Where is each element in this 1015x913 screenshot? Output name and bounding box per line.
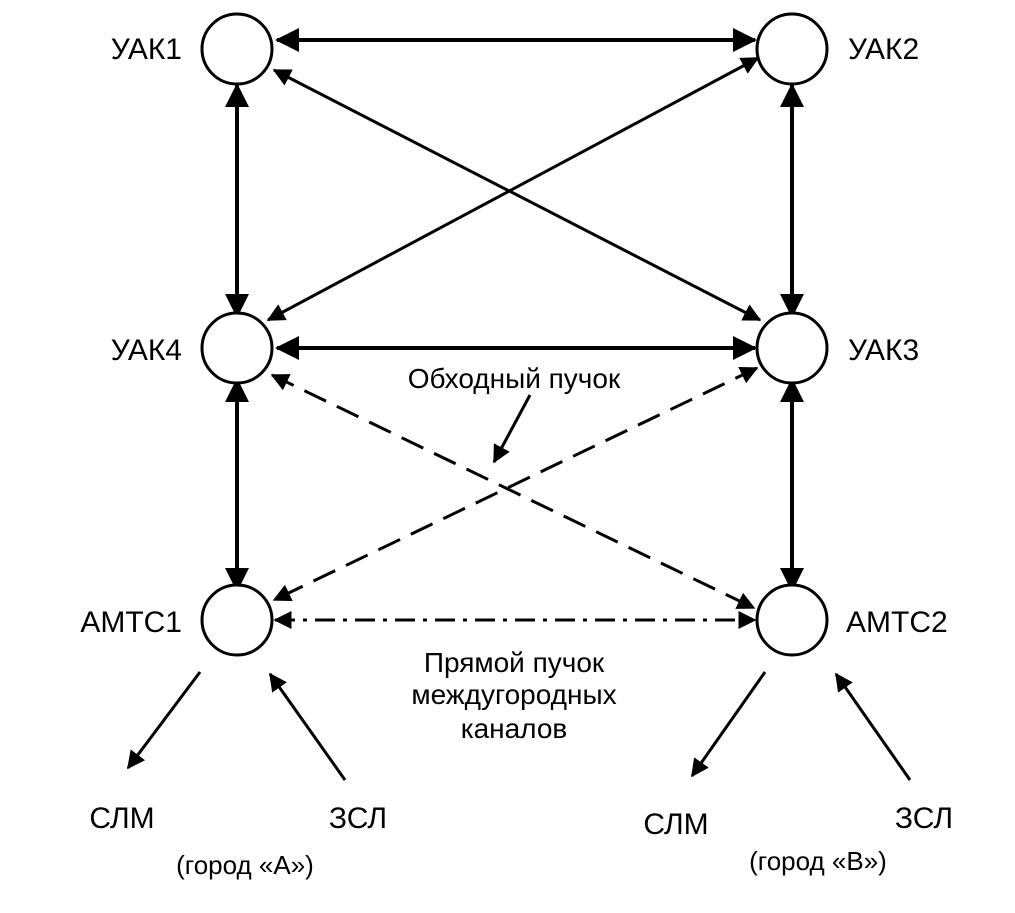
node-uak1 <box>200 12 274 86</box>
city-b-zsl-arrow <box>834 672 912 781</box>
label-uak2: УАК2 <box>848 33 919 66</box>
city-a-slm: СЛМ <box>89 802 154 835</box>
edge-uak2-uak4 <box>266 56 760 322</box>
city-a-name: (город «А») <box>176 850 314 880</box>
edge-uak1-uak3 <box>272 68 762 322</box>
node-amts2 <box>755 583 829 657</box>
annotations: Обходный пучок Прямой пучок междугородны… <box>408 363 621 744</box>
edge-uak4-amts2 <box>270 373 756 610</box>
city-a: СЛМ ЗСЛ (город «А») <box>89 802 387 880</box>
city-b-zsl: ЗСЛ <box>895 802 953 835</box>
city-b: СЛМ ЗСЛ (город «В») <box>643 802 953 876</box>
label-uak1: УАК1 <box>111 33 182 66</box>
label-amts2: АМТС2 <box>846 606 948 639</box>
city-a-zsl-arrow <box>268 672 347 781</box>
node-uak4 <box>200 311 274 385</box>
bypass-label: Обходный пучок <box>408 363 621 394</box>
direct-label-line2: междугородных <box>411 679 616 710</box>
city-b-name: (город «В») <box>749 846 887 876</box>
city-a-zsl: ЗСЛ <box>329 802 387 835</box>
label-uak4: УАК4 <box>111 334 182 367</box>
nodes <box>200 12 829 657</box>
direct-label-line3: каналов <box>461 713 568 744</box>
city-a-slm-arrow <box>126 671 202 770</box>
node-uak3 <box>755 311 829 385</box>
direct-label-line1: Прямой пучок <box>424 647 605 678</box>
edge-uak3-amts1 <box>272 366 759 602</box>
node-amts1 <box>200 583 274 657</box>
label-amts1: АМТС1 <box>80 606 182 639</box>
label-uak3: УАК3 <box>848 334 919 367</box>
edges <box>126 28 912 781</box>
city-b-slm-arrow <box>690 671 767 778</box>
bypass-pointer <box>492 394 532 464</box>
node-uak2 <box>755 12 829 86</box>
node-labels: УАК1 УАК2 УАК4 УАК3 АМТС1 АМТС2 <box>80 33 947 639</box>
city-b-slm: СЛМ <box>643 808 708 841</box>
